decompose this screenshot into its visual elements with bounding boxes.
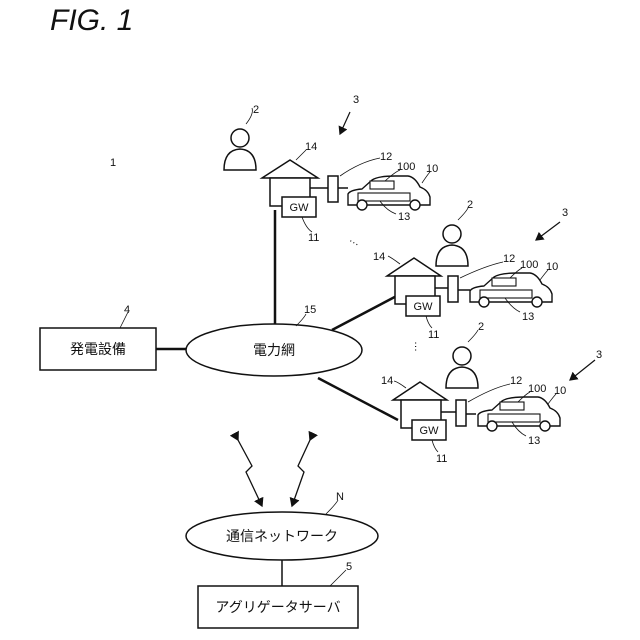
vehicle-ref-3: 10 — [554, 385, 566, 397]
user-icon — [446, 347, 478, 388]
gateway-label: GW — [414, 301, 434, 313]
charger-box — [328, 176, 338, 202]
inlet-ref-2: 13 — [522, 311, 534, 323]
generator-ref: 4 — [124, 304, 130, 316]
grid-ref: 15 — [304, 304, 316, 316]
user-ref-3: 2 — [478, 321, 484, 333]
charger-ref-2: 12 — [503, 253, 515, 265]
gateway-ref-2: 11 — [428, 329, 439, 341]
facility-3: 2 3 14 GW 11 12 100 10 13 — [318, 321, 602, 465]
house-ref-3: 14 — [381, 375, 393, 387]
network-label: 通信ネットワーク — [226, 529, 338, 545]
facility-ref-2: 3 — [562, 207, 568, 219]
aggregator-server-label: アグリゲータサーバ — [215, 600, 340, 616]
facility-ref-3: 3 — [596, 349, 602, 361]
charger-box — [448, 276, 458, 302]
inlet-ref-1: 13 — [398, 211, 410, 223]
vehicle-icon — [348, 176, 430, 210]
system-ref: 1 — [110, 157, 116, 169]
charger-box — [456, 400, 466, 426]
user-ref-2: 2 — [467, 199, 473, 211]
gateway-ref-3: 11 — [436, 453, 447, 465]
aggregator-ref: 5 — [346, 561, 352, 573]
ellipsis-2: … — [412, 341, 424, 352]
battery-ref-2: 100 — [520, 259, 538, 271]
vehicle-icon — [478, 397, 560, 431]
gateway-label: GW — [420, 425, 440, 437]
user-icon — [224, 129, 256, 170]
inlet-ref-3: 13 — [528, 435, 540, 447]
battery-ref-1: 100 — [397, 161, 415, 173]
battery-ref-3: 100 — [528, 383, 546, 395]
generator-label: 発電設備 — [70, 342, 126, 358]
wireless-arrows — [238, 440, 310, 506]
gateway-ref-1: 11 — [308, 232, 319, 244]
user-icon — [436, 225, 468, 266]
vehicle-ref-2: 10 — [546, 261, 558, 273]
ellipsis-1: … — [347, 233, 363, 249]
house-ref-1: 14 — [305, 141, 317, 153]
charger-ref-1: 12 — [380, 151, 392, 163]
vehicle-ref-1: 10 — [426, 163, 438, 175]
facility-ref-1: 3 — [353, 94, 359, 106]
gateway-label: GW — [290, 202, 310, 214]
network-ref: N — [336, 491, 344, 503]
vehicle-icon — [470, 273, 552, 307]
facility-2: 2 3 14 GW 11 12 100 10 13 — [332, 199, 568, 341]
house-ref-2: 14 — [373, 251, 385, 263]
charger-ref-3: 12 — [510, 375, 522, 387]
power-grid-label: 電力網 — [253, 343, 295, 359]
user-ref-1: 2 — [253, 104, 259, 116]
